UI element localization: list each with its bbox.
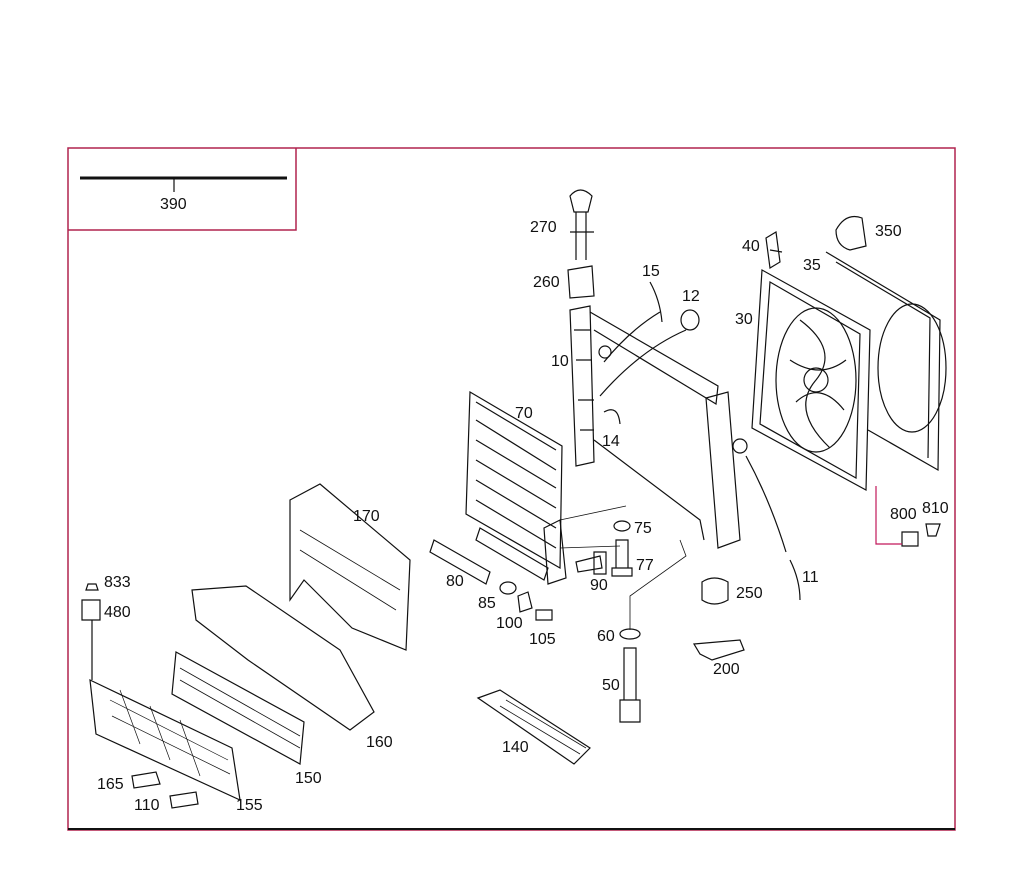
label-160: 160 xyxy=(366,734,393,751)
label-50: 50 xyxy=(602,677,620,694)
label-810: 810 xyxy=(922,500,949,517)
cap-12 xyxy=(680,309,700,331)
label-85: 85 xyxy=(478,595,496,612)
clip-100 xyxy=(517,591,533,613)
label-11: 11 xyxy=(802,569,819,586)
clip-165 xyxy=(131,771,161,789)
tube-dryer xyxy=(475,527,549,581)
label-155: 155 xyxy=(236,797,263,814)
label-75: 75 xyxy=(634,520,652,537)
label-350: 350 xyxy=(875,223,902,240)
fan-shroud-30 xyxy=(751,269,871,491)
label-30: 30 xyxy=(735,311,753,328)
frame-bottom-edge xyxy=(68,828,955,830)
arrow-15 xyxy=(603,311,661,363)
label-105: 105 xyxy=(529,631,556,648)
label-60: 60 xyxy=(597,628,615,645)
drain-50 xyxy=(619,647,641,723)
bolt-90 xyxy=(575,551,607,575)
bolt-105 xyxy=(535,609,553,621)
plug-60 xyxy=(619,628,641,640)
legend-label: 390 xyxy=(160,196,187,213)
bolt-270 xyxy=(569,189,594,260)
bracket-40 xyxy=(765,231,783,269)
support-170 xyxy=(289,483,411,651)
arrow-12 xyxy=(599,329,687,397)
label-15: 15 xyxy=(642,263,660,280)
diagram-frame xyxy=(67,147,956,831)
label-77: 77 xyxy=(636,557,654,574)
label-260: 260 xyxy=(533,274,560,291)
connector-800 xyxy=(901,531,919,547)
label-12: 12 xyxy=(682,288,700,305)
label-14: 14 xyxy=(602,433,620,450)
grille-155 xyxy=(89,678,241,802)
label-80: 80 xyxy=(446,573,464,590)
mount-260 xyxy=(567,265,595,299)
oring-85 xyxy=(499,581,517,595)
label-70: 70 xyxy=(515,405,533,422)
bolt-833 xyxy=(85,583,99,591)
fan-frame-35 xyxy=(825,251,947,472)
screw-110 xyxy=(169,791,199,809)
air-guide-140 xyxy=(476,689,591,765)
radiator-10 xyxy=(569,305,748,549)
clip-15 xyxy=(649,281,663,323)
washer-75 xyxy=(613,520,631,532)
air-duct-160 xyxy=(191,585,375,731)
bracket-200 xyxy=(692,639,745,661)
clip-350 xyxy=(835,215,867,251)
label-150: 150 xyxy=(295,770,322,787)
label-170: 170 xyxy=(353,508,380,525)
legend-box xyxy=(68,148,297,231)
label-100: 100 xyxy=(496,615,523,632)
label-35: 35 xyxy=(803,257,821,274)
label-480: 480 xyxy=(104,604,131,621)
label-200: 200 xyxy=(713,661,740,678)
label-110: 110 xyxy=(134,797,160,814)
label-40: 40 xyxy=(742,238,760,255)
sensor-480 xyxy=(81,599,101,621)
label-270: 270 xyxy=(530,219,557,236)
label-140: 140 xyxy=(502,739,529,756)
label-250: 250 xyxy=(736,585,763,602)
label-90: 90 xyxy=(590,577,608,594)
dryer-80 xyxy=(429,539,491,585)
condenser-70 xyxy=(465,390,567,585)
label-800: 800 xyxy=(890,506,917,523)
bolt-77 xyxy=(611,539,633,577)
label-833: 833 xyxy=(104,574,131,591)
clip-11 xyxy=(789,559,801,601)
cap-250 xyxy=(701,577,729,605)
clip-14 xyxy=(603,409,621,425)
label-10: 10 xyxy=(551,353,569,370)
sensor-810 xyxy=(925,523,941,537)
intercooler-150 xyxy=(171,651,305,765)
arrow-11 xyxy=(745,455,787,553)
label-165: 165 xyxy=(97,776,124,793)
